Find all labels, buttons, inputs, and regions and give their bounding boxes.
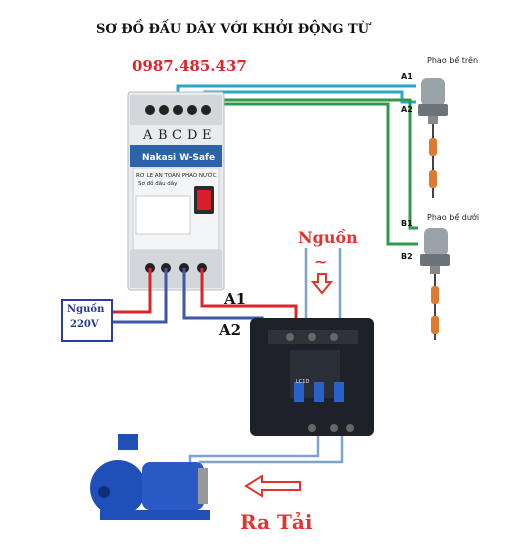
wire-red-source [109, 268, 152, 314]
water-level-relay [127, 91, 225, 291]
left-arrow-output [244, 474, 301, 498]
terminal-letter-b: B [158, 128, 168, 143]
float-bottom-terminal-b2: B2 [401, 252, 413, 261]
relay-top-terminals [145, 105, 211, 115]
power-source-box [61, 299, 113, 342]
power-label-top: Nguồn [298, 228, 358, 247]
terminal-letter-e: E [202, 128, 212, 143]
terminal-letter-c: C [172, 128, 182, 143]
float-switch-top [418, 78, 448, 198]
contactor [250, 318, 374, 436]
output-label: Ra Tải [240, 510, 313, 534]
float-top-terminal-a2: A2 [401, 105, 413, 114]
float-bottom-terminal-b1: B1 [401, 219, 413, 228]
water-pump [90, 434, 210, 520]
terminal-letter-d: D [187, 128, 198, 143]
down-arrow-power [310, 273, 334, 295]
source-wires [109, 268, 168, 324]
coil-label-a2: A2 [219, 321, 242, 339]
relay-subtitle: Sơ đồ đấu dây [138, 181, 178, 187]
mains-wires [304, 248, 342, 330]
float-top-label: Phao bể trên [427, 56, 479, 65]
wire-green-b2 [194, 96, 418, 246]
phone-number: 0987.485.437 [132, 57, 247, 75]
float-top-terminal-a1: A1 [401, 72, 413, 81]
wire-blue-source [109, 268, 168, 324]
diagram-title: SƠ ĐỒ ĐẤU DÂY VỚI KHỞI ĐỘNG TỪ [96, 22, 370, 37]
contactor-model: LC1D [296, 379, 310, 385]
power-source-voltage: 220V [70, 319, 99, 330]
relay-brand: Nakasi W-Safe [142, 153, 216, 163]
wire-red-a1 [200, 268, 298, 322]
power-source-label: Nguồn [67, 304, 105, 315]
float-switch-bottom [420, 228, 450, 340]
output-wires [188, 436, 344, 468]
coil-label-a1: A1 [224, 290, 247, 308]
terminal-letter-a: A [143, 128, 153, 143]
relay-name: RƠ LE AN TOÀN PHAO NƯỚC [136, 173, 217, 179]
ac-symbol: ~ [314, 252, 328, 271]
float-bottom-label: Phao bể dưới [427, 213, 480, 222]
